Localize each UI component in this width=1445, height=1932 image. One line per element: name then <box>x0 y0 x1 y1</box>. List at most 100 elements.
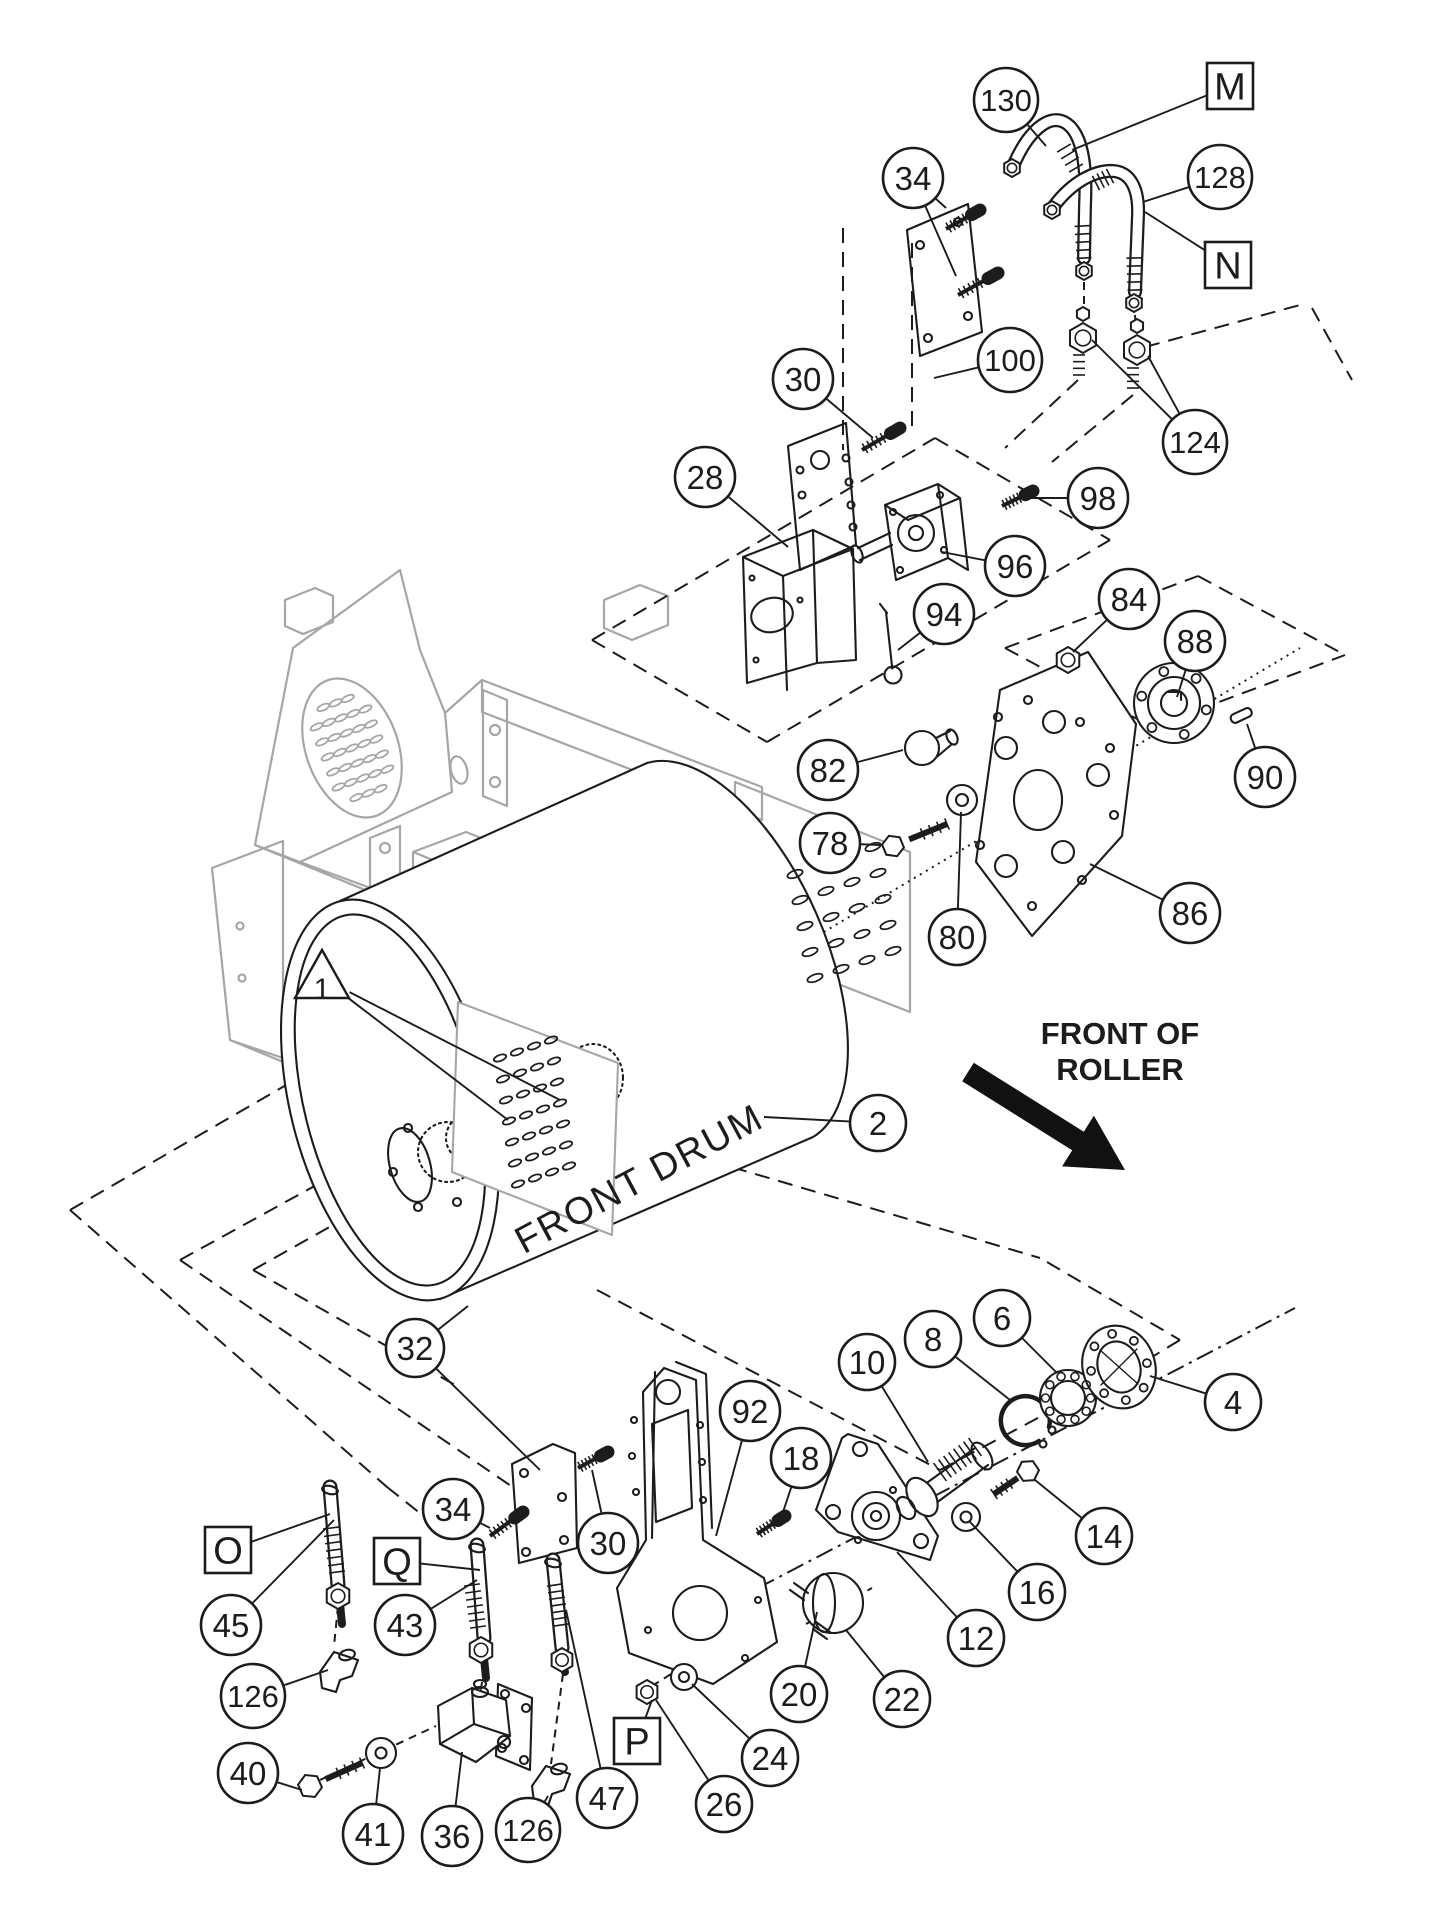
pump-36 <box>436 1678 534 1772</box>
leader-line <box>1142 186 1189 203</box>
callout-124[interactable]: 124 <box>1161 408 1229 476</box>
callout-label: 82 <box>810 752 847 789</box>
leader-line <box>1026 124 1047 147</box>
callout-86[interactable]: 86 <box>1158 881 1222 945</box>
callout-label: 24 <box>752 1740 789 1777</box>
callout-24[interactable]: 24 <box>740 1728 800 1788</box>
leader-line <box>591 1469 603 1513</box>
callout-label: Q <box>382 1542 412 1584</box>
callout-label: 2 <box>869 1105 887 1142</box>
callout-label: 78 <box>812 825 849 862</box>
callout-4[interactable]: 4 <box>1203 1372 1263 1432</box>
callout-80[interactable]: 80 <box>927 907 987 967</box>
leader-line <box>881 1386 929 1463</box>
washer-80 <box>945 783 979 817</box>
callout-126[interactable]: 126 <box>219 1662 287 1730</box>
callout-41[interactable]: 41 <box>341 1802 405 1866</box>
leader-line <box>644 1699 653 1719</box>
gearbox-96 <box>850 482 970 582</box>
leader-line <box>250 1513 331 1543</box>
callout-130[interactable]: 130 <box>972 66 1040 134</box>
leader-line <box>728 496 789 548</box>
callout-p[interactable]: P <box>612 1716 662 1766</box>
washer-41 <box>364 1736 398 1770</box>
leader-line <box>252 1519 335 1604</box>
leader-line <box>435 1368 541 1471</box>
callout-36[interactable]: 36 <box>420 1804 484 1868</box>
callout-label: 92 <box>732 1393 769 1430</box>
callout-label: 4 <box>1224 1384 1242 1421</box>
callout-label: 86 <box>1172 895 1209 932</box>
callout-34[interactable]: 34 <box>421 1477 485 1541</box>
callout-1[interactable]: 1 <box>292 947 352 1006</box>
callout-10[interactable]: 10 <box>837 1332 897 1392</box>
leader-line <box>933 366 979 379</box>
callout-16[interactable]: 16 <box>1007 1562 1067 1622</box>
callout-45[interactable]: 45 <box>199 1593 263 1657</box>
callout-28[interactable]: 28 <box>673 445 737 509</box>
callout-q[interactable]: Q <box>372 1536 422 1586</box>
callout-40[interactable]: 40 <box>216 1741 280 1805</box>
callout-label: 10 <box>849 1344 886 1381</box>
callout-30[interactable]: 30 <box>771 347 835 411</box>
callout-88[interactable]: 88 <box>1163 609 1227 673</box>
callout-32[interactable]: 32 <box>384 1317 446 1379</box>
callout-47[interactable]: 47 <box>575 1766 639 1830</box>
callout-90[interactable]: 90 <box>1233 745 1297 809</box>
callout-26[interactable]: 26 <box>694 1774 754 1834</box>
callout-label: 30 <box>590 1525 627 1562</box>
callout-98[interactable]: 98 <box>1066 466 1130 530</box>
leader-line <box>896 1551 958 1618</box>
callout-84[interactable]: 84 <box>1097 567 1161 631</box>
callout-128[interactable]: 128 <box>1186 143 1254 211</box>
callout-8[interactable]: 8 <box>903 1309 963 1369</box>
leader-line <box>1144 211 1209 253</box>
leader-line <box>845 1629 885 1678</box>
leader-line <box>1149 1375 1206 1395</box>
callout-126[interactable]: 126 <box>494 1796 562 1864</box>
leader-line <box>804 1611 818 1666</box>
callout-100[interactable]: 100 <box>976 326 1044 394</box>
frame-top-rail <box>443 678 764 822</box>
leader-line <box>860 843 881 846</box>
callout-label: 96 <box>997 548 1034 585</box>
callout-label: 126 <box>502 1813 554 1848</box>
callout-2[interactable]: 2 <box>848 1093 908 1153</box>
leader-line <box>924 206 957 277</box>
grille-oval <box>301 677 403 819</box>
leader-lines <box>250 94 1256 1806</box>
callout-22[interactable]: 22 <box>872 1669 932 1729</box>
callout-n[interactable]: N <box>1203 240 1253 290</box>
callout-m[interactable]: M <box>1205 61 1255 111</box>
leader-line <box>437 1305 469 1331</box>
leader-line <box>1091 339 1173 420</box>
callout-label: 41 <box>355 1816 392 1853</box>
callout-82[interactable]: 82 <box>796 738 860 802</box>
front-of-roller-label-line1: FRONT OF <box>1041 1016 1199 1051</box>
callout-label: 94 <box>926 596 963 633</box>
callout-92[interactable]: 92 <box>718 1379 782 1443</box>
callout-label: 28 <box>687 459 724 496</box>
callout-6[interactable]: 6 <box>972 1288 1032 1348</box>
callout-label: 126 <box>227 1679 279 1714</box>
callout-12[interactable]: 12 <box>946 1608 1006 1668</box>
callout-label: 8 <box>924 1321 942 1358</box>
callout-78[interactable]: 78 <box>798 811 862 875</box>
bracket-32 <box>510 1442 579 1565</box>
shaft-10 <box>895 1441 994 1521</box>
callout-label: 34 <box>895 160 932 197</box>
callout-96[interactable]: 96 <box>983 534 1047 598</box>
callout-43[interactable]: 43 <box>373 1593 437 1657</box>
callout-94[interactable]: 94 <box>912 582 976 646</box>
generated-details <box>296 143 1212 1799</box>
callout-o[interactable]: O <box>203 1525 253 1575</box>
callout-18[interactable]: 18 <box>769 1426 833 1490</box>
callout-label: 30 <box>785 361 822 398</box>
callout-20[interactable]: 20 <box>769 1664 829 1724</box>
callout-30[interactable]: 30 <box>576 1511 640 1575</box>
leader-line <box>277 1781 303 1791</box>
callout-34[interactable]: 34 <box>881 146 945 210</box>
callout-14[interactable]: 14 <box>1074 1506 1134 1566</box>
